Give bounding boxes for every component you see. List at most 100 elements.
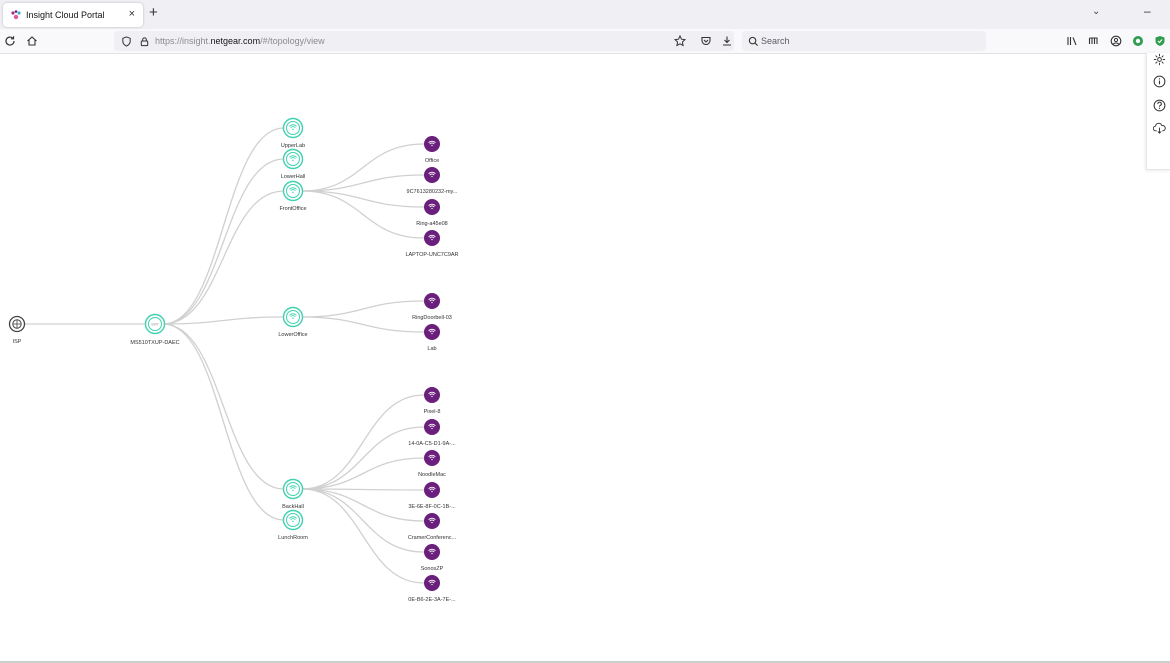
tab-insight-cloud-portal[interactable]: Insight Cloud Portal × bbox=[3, 3, 143, 27]
client-label: CramerConferenc... bbox=[408, 535, 457, 541]
client-label: 0E-B6-2E-3A-7E-... bbox=[408, 597, 456, 603]
access-point-node[interactable] bbox=[282, 180, 304, 202]
client-label: Lab bbox=[427, 346, 436, 352]
access-point-label: FrontOffice bbox=[279, 206, 306, 212]
client-node[interactable] bbox=[424, 544, 440, 560]
access-point-node[interactable] bbox=[282, 478, 304, 500]
search-input[interactable]: Search bbox=[761, 36, 790, 46]
link-ap-client bbox=[301, 190, 425, 208]
link-ap-client bbox=[301, 488, 425, 522]
link-ap-client bbox=[301, 488, 425, 584]
tab-title: Insight Cloud Portal bbox=[26, 10, 105, 20]
client-label: Pixel-8 bbox=[424, 409, 441, 415]
client-label: Ring-a45e08 bbox=[416, 221, 448, 227]
link-switch-ap bbox=[162, 190, 285, 325]
green-extension-icon[interactable] bbox=[1130, 33, 1146, 49]
url-path: /#/topology/view bbox=[260, 36, 325, 46]
switch-node[interactable]: SWT bbox=[144, 313, 166, 335]
tab-strip: Insight Cloud Portal × + ⌄ – bbox=[0, 0, 1170, 30]
url-bar[interactable]: https://insight.netgear.com/#/topology/v… bbox=[114, 31, 734, 51]
access-point-node[interactable] bbox=[282, 509, 304, 531]
link-switch-ap bbox=[162, 316, 285, 325]
client-node[interactable] bbox=[424, 513, 440, 529]
link-switch-ap bbox=[162, 323, 285, 521]
client-label: 3E-6E-8F-0C-1B-... bbox=[408, 504, 456, 510]
link-switch-ap bbox=[162, 127, 285, 325]
client-label: LAPTOP-UNC7C9AR bbox=[405, 252, 458, 258]
right-tool-panel bbox=[1146, 53, 1170, 170]
minimize-window-button[interactable]: – bbox=[1144, 4, 1151, 18]
switch-icon-text: SWT bbox=[151, 323, 160, 327]
access-point-label: LunchRoom bbox=[278, 535, 308, 541]
help-icon[interactable] bbox=[1151, 97, 1167, 113]
topology-links bbox=[25, 127, 425, 584]
url-prefix: https://insight. bbox=[155, 36, 211, 46]
client-label: 9C7613280232-my... bbox=[407, 189, 458, 195]
new-tab-button[interactable]: + bbox=[149, 4, 158, 21]
client-label: RingDoorbell-03 bbox=[412, 315, 452, 321]
link-ap-client bbox=[301, 174, 425, 192]
home-icon[interactable] bbox=[24, 33, 40, 49]
client-label: NoodleMac bbox=[418, 472, 446, 478]
isp-label: ISP bbox=[13, 339, 22, 345]
search-icon bbox=[745, 33, 761, 49]
pocket-icon[interactable] bbox=[698, 33, 714, 49]
client-node[interactable] bbox=[424, 387, 440, 403]
link-switch-ap bbox=[162, 323, 285, 490]
client-node[interactable] bbox=[424, 575, 440, 591]
close-tab-icon[interactable]: × bbox=[128, 8, 135, 20]
search-bar[interactable]: Search bbox=[742, 31, 986, 51]
client-node[interactable] bbox=[424, 136, 440, 152]
navigation-toolbar: https://insight.netgear.com/#/topology/v… bbox=[0, 29, 1170, 54]
link-ap-client bbox=[301, 190, 425, 239]
bookmark-star-icon[interactable] bbox=[672, 33, 688, 49]
shield-extension-icon[interactable] bbox=[1152, 33, 1168, 49]
client-node[interactable] bbox=[424, 230, 440, 246]
client-node[interactable] bbox=[424, 419, 440, 435]
lock-icon[interactable] bbox=[136, 33, 152, 49]
access-point-label: BackHall bbox=[282, 504, 304, 510]
client-node[interactable] bbox=[424, 450, 440, 466]
link-ap-client bbox=[301, 426, 425, 490]
url-text[interactable]: https://insight.netgear.com/#/topology/v… bbox=[155, 35, 325, 47]
access-point-label: LowerOffice bbox=[278, 332, 307, 338]
chevron-down-icon[interactable]: ⌄ bbox=[1092, 6, 1101, 17]
extensions-grid-icon[interactable] bbox=[1086, 33, 1102, 49]
client-node[interactable] bbox=[424, 482, 440, 498]
access-point-label: LowerHall bbox=[281, 174, 305, 180]
link-ap-client bbox=[301, 457, 425, 490]
topology-nodes: ISP SWT MS510TXUP-DAEC UpperLabLowerHallFro… bbox=[8, 117, 459, 603]
link-ap-client bbox=[301, 300, 425, 318]
link-switch-ap bbox=[162, 158, 285, 325]
download-icon[interactable] bbox=[719, 33, 735, 49]
switch-label: MS510TXUP-DAEC bbox=[130, 340, 179, 346]
network-settings-icon[interactable] bbox=[1151, 51, 1167, 67]
client-node[interactable] bbox=[424, 167, 440, 183]
library-icon[interactable] bbox=[1064, 33, 1080, 49]
url-domain: netgear.com bbox=[210, 36, 261, 46]
client-label: SonosZP bbox=[421, 566, 444, 572]
link-ap-client bbox=[301, 488, 425, 553]
info-icon[interactable] bbox=[1151, 73, 1167, 89]
window-bottom-border bbox=[0, 661, 1170, 663]
topology-canvas[interactable]: ISP SWT MS510TXUP-DAEC UpperLabLowerHallFro… bbox=[0, 53, 1146, 661]
reload-icon[interactable] bbox=[2, 33, 18, 49]
shield-icon[interactable] bbox=[118, 33, 134, 49]
client-label: Office bbox=[425, 158, 439, 164]
access-point-label: UpperLab bbox=[281, 143, 305, 149]
link-ap-client bbox=[301, 316, 425, 333]
access-point-node[interactable] bbox=[282, 148, 304, 170]
client-node[interactable] bbox=[424, 199, 440, 215]
access-point-node[interactable] bbox=[282, 306, 304, 328]
link-ap-client bbox=[301, 143, 425, 192]
client-node[interactable] bbox=[424, 324, 440, 340]
client-node[interactable] bbox=[424, 293, 440, 309]
link-ap-client bbox=[301, 394, 425, 490]
account-icon[interactable] bbox=[1108, 33, 1124, 49]
cloud-download-icon[interactable] bbox=[1151, 120, 1167, 136]
link-ap-client bbox=[301, 488, 425, 491]
isp-node[interactable] bbox=[8, 315, 26, 333]
netgear-favicon-icon bbox=[11, 10, 21, 20]
access-point-node[interactable] bbox=[282, 117, 304, 139]
client-label: 14-0A-C5-D1-9A-... bbox=[408, 441, 456, 447]
